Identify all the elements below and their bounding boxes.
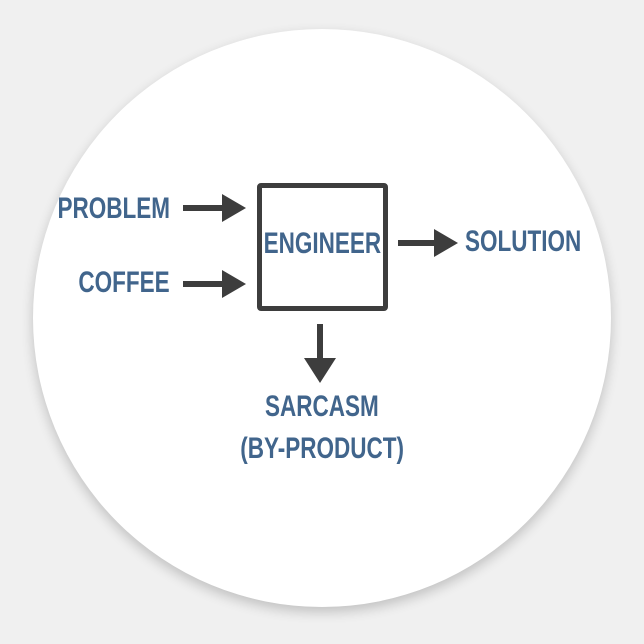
byproduct-arrow — [304, 324, 336, 383]
input-label-coffee: COFFEE — [48, 268, 170, 298]
output-label-solution: SOLUTION — [465, 227, 620, 257]
byproduct-label-qualifier: (BY-PRODUCT) — [22, 434, 622, 464]
input-label-problem-text: PROBLEM — [57, 192, 171, 225]
coffee-arrow — [183, 270, 246, 298]
process-label-engineer: ENGINEER — [244, 229, 401, 259]
byproduct-label-sarcasm-text: SARCASM — [265, 390, 379, 423]
solution-arrow — [398, 229, 458, 257]
problem-arrow — [183, 194, 246, 222]
output-label-solution-text: SOLUTION — [465, 225, 582, 258]
sticker-circle — [33, 29, 611, 607]
process-label-engineer-text: ENGINEER — [263, 227, 382, 260]
byproduct-label-qualifier-text: (BY-PRODUCT) — [240, 432, 404, 465]
byproduct-label-sarcasm: SARCASM — [22, 392, 622, 422]
input-label-problem: PROBLEM — [20, 192, 171, 225]
engineer-process-box: ENGINEER — [257, 183, 388, 311]
input-label-coffee-text: COFFEE — [78, 266, 170, 299]
